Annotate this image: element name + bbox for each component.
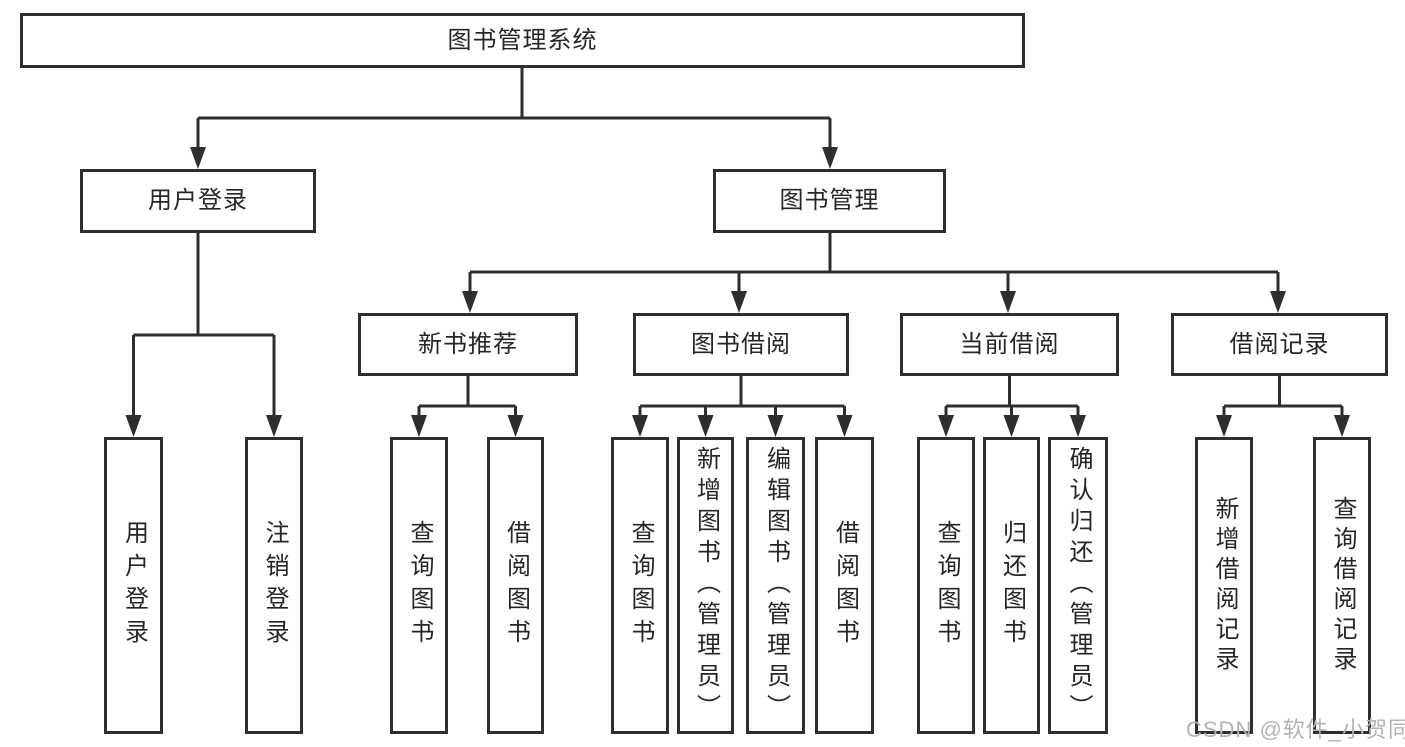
leaf-confirm-return-label: 确认归还（管理员） xyxy=(1065,446,1092,725)
node-current-borrow-label: 当前借阅 xyxy=(959,330,1060,358)
leaf-query-book-borrow-label: 查询图书 xyxy=(627,519,654,652)
edge-root-to-level2 xyxy=(196,68,832,149)
node-book-borrow: 图书借阅 xyxy=(633,313,849,376)
leaf-logout-label: 注销登录 xyxy=(261,519,288,652)
arrowheads xyxy=(125,147,1350,437)
leaf-user-login: 用户登录 xyxy=(104,437,163,734)
leaf-edit-book-label: 编辑图书（管理员） xyxy=(762,446,790,725)
leaf-query-borrow-record: 查询借阅记录 xyxy=(1313,437,1371,734)
edge-book-mgmt-to-level3 xyxy=(468,233,1280,293)
leaf-logout: 注销登录 xyxy=(245,437,303,734)
edge-book-borrow-to-leaves xyxy=(638,376,846,417)
node-new-book-rec: 新书推荐 xyxy=(358,313,578,376)
leaf-query-borrow-record-label: 查询借阅记录 xyxy=(1329,495,1356,676)
leaf-add-borrow-record: 新增借阅记录 xyxy=(1195,437,1253,734)
node-borrow-records: 借阅记录 xyxy=(1171,313,1388,376)
node-borrow-records-label: 借阅记录 xyxy=(1229,330,1330,358)
leaf-query-book-current: 查询图书 xyxy=(917,437,975,734)
leaf-return-book-label: 归还图书 xyxy=(998,519,1026,652)
edge-new-book-rec-to-leaves xyxy=(417,376,517,417)
edge-user-login-to-leaves xyxy=(132,233,276,417)
leaf-query-book-rec-label: 查询图书 xyxy=(406,519,433,652)
node-new-book-rec-label: 新书推荐 xyxy=(418,330,518,358)
csdn-watermark: CSDN @软件_小贺同学 xyxy=(1186,717,1405,742)
leaf-borrow-book-label: 借阅图书 xyxy=(831,519,859,652)
leaf-borrow-book-rec: 借阅图书 xyxy=(487,437,544,734)
leaf-add-book: 新增图书（管理员） xyxy=(677,437,734,734)
edge-current-borrow-to-leaves xyxy=(944,376,1080,417)
leaf-query-book-borrow: 查询图书 xyxy=(611,437,669,734)
node-user-login-label: 用户登录 xyxy=(148,187,248,214)
node-book-borrow-label: 图书借阅 xyxy=(691,330,791,358)
leaf-query-book-current-label: 查询图书 xyxy=(933,519,960,652)
leaf-query-book-rec: 查询图书 xyxy=(390,437,448,734)
leaf-confirm-return: 确认归还（管理员） xyxy=(1048,437,1108,734)
node-book-mgmt: 图书管理 xyxy=(713,169,946,233)
node-user-login: 用户登录 xyxy=(80,169,316,233)
leaf-return-book: 归还图书 xyxy=(983,437,1040,734)
edge-borrow-records-to-leaves xyxy=(1222,376,1344,417)
leaf-edit-book: 编辑图书（管理员） xyxy=(746,437,805,734)
leaf-add-book-label: 新增图书（管理员） xyxy=(692,446,720,725)
node-current-borrow: 当前借阅 xyxy=(900,313,1119,376)
node-root-label: 图书管理系统 xyxy=(447,26,598,54)
node-book-mgmt-label: 图书管理 xyxy=(779,187,880,214)
leaf-add-borrow-record-label: 新增借阅记录 xyxy=(1211,495,1238,676)
leaf-user-login-label: 用户登录 xyxy=(120,519,148,652)
node-root: 图书管理系统 xyxy=(20,13,1025,68)
leaf-borrow-book-rec-label: 借阅图书 xyxy=(502,519,530,652)
leaf-borrow-book: 借阅图书 xyxy=(815,437,874,734)
